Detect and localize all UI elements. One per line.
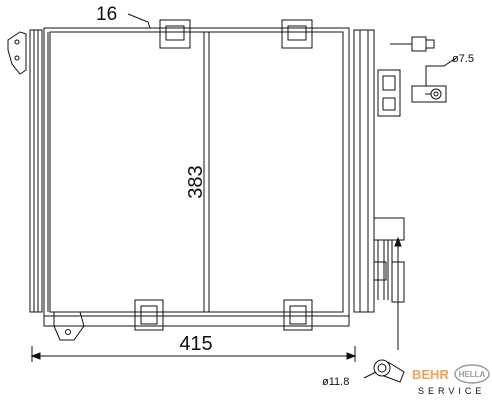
width-label: 415 [179,333,212,355]
behr-logo-text: BEHR [412,367,449,382]
height-label: 383 [185,165,207,198]
left-side-tank [29,29,43,313]
width-dimension-line [30,346,357,362]
behr-logo: BEHR [412,367,449,382]
pipe-small-leader [425,57,457,86]
bottom-pipe-fitting [363,359,405,383]
right-receiver-tank [353,29,375,313]
top-pipe-fitting [390,36,435,52]
service-line: SERVICE [418,386,485,396]
lower-sensor-assembly [373,217,405,303]
pipe-large-label: ø11.8 [322,376,349,388]
thickness-leader [127,13,151,29]
thickness-label: 16 [96,4,117,25]
bottom-rail [43,315,350,327]
pipe-small-label: ø7.5 [452,53,474,65]
top-left-clip [159,19,191,49]
bottom-left-clip [134,299,164,331]
bottom-left-bracket [53,311,85,341]
hella-logo: HELLA [454,364,490,384]
side-outlet-fitting [411,85,447,103]
top-right-clip [281,19,313,49]
sensor-arrow [394,236,402,350]
left-top-bracket [7,31,27,75]
upper-flange [377,69,401,117]
hella-logo-text: HELLA [459,370,486,379]
service-text: SERVICE [418,386,485,396]
bottom-right-clip [283,299,313,331]
